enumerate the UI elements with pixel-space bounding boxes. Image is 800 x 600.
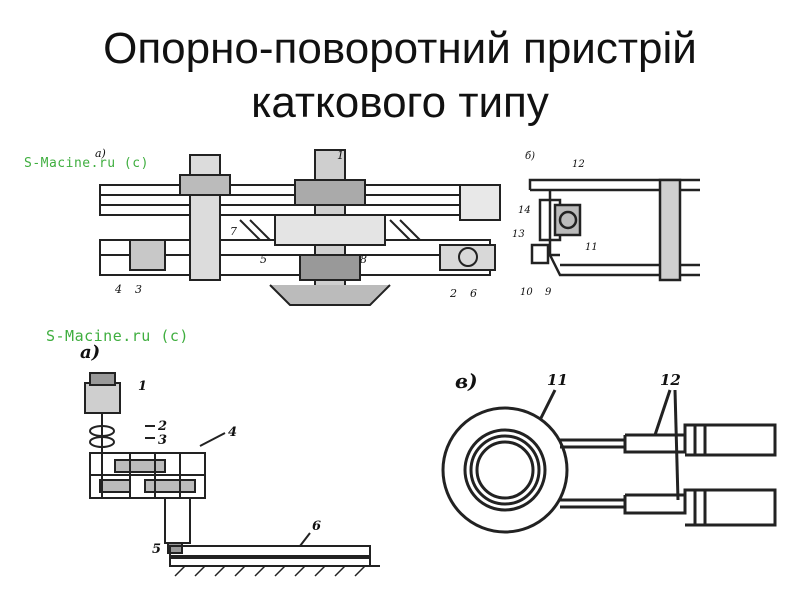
callout-top-left-2: 2 xyxy=(449,287,457,300)
callout-top-left-8: 8 xyxy=(360,253,367,266)
callout-bottom-left-5: 5 xyxy=(152,542,161,557)
callout-top-right-12: 12 xyxy=(572,159,585,170)
bottom-right-plan-view: в) 11 12 xyxy=(441,369,777,534)
callout-top-left-1: 1 xyxy=(337,149,344,162)
callout-top-right-11: 11 xyxy=(585,242,598,253)
callout-top-left-6: 6 xyxy=(470,287,477,300)
callout-bottom-left-2: 2 xyxy=(157,419,167,434)
top-left-marker: a) xyxy=(95,147,106,160)
title-line-2: каткового типу xyxy=(251,78,549,127)
callout-bottom-left-3: 3 xyxy=(158,433,167,448)
callout-top-right-9: 9 xyxy=(545,287,552,295)
watermark-top: S-Macine.ru (c) xyxy=(24,156,149,171)
watermark-middle: S-Macine.ru (c) xyxy=(46,327,189,345)
callout-bottom-right-12: 12 xyxy=(660,371,681,389)
callout-bottom-left-6: 6 xyxy=(312,519,321,534)
callout-top-left-4: 4 xyxy=(114,283,122,296)
callout-top-left-5: 5 xyxy=(260,253,267,266)
callout-bottom-left-4: 4 xyxy=(228,425,237,440)
title-line-1: Опорно-поворотний пристрій xyxy=(103,24,697,73)
top-right-frame-drawing: б) 9 10 11 12 13 14 xyxy=(512,151,700,295)
callout-top-left-7: 7 xyxy=(230,225,237,238)
callout-bottom-left-1: 1 xyxy=(138,379,147,394)
slide-title: Опорно-поворотний пристрій каткового тип… xyxy=(0,22,800,130)
callout-top-right-10: 10 xyxy=(520,287,533,295)
callout-bottom-right-11: 11 xyxy=(547,371,568,389)
bottom-right-marker: в) xyxy=(455,369,478,393)
bottom-left-marker: а) xyxy=(80,342,100,363)
callout-top-left-3: 3 xyxy=(135,283,142,296)
top-right-marker: б) xyxy=(525,151,535,162)
callout-top-right-14: 14 xyxy=(518,205,531,216)
bottom-left-kinematic-scheme: а) 1 2 3 4 5 6 xyxy=(80,342,380,577)
top-left-section-drawing: a) 1 2 3 4 5 6 7 8 xyxy=(95,147,501,306)
callout-top-right-13: 13 xyxy=(512,229,525,240)
